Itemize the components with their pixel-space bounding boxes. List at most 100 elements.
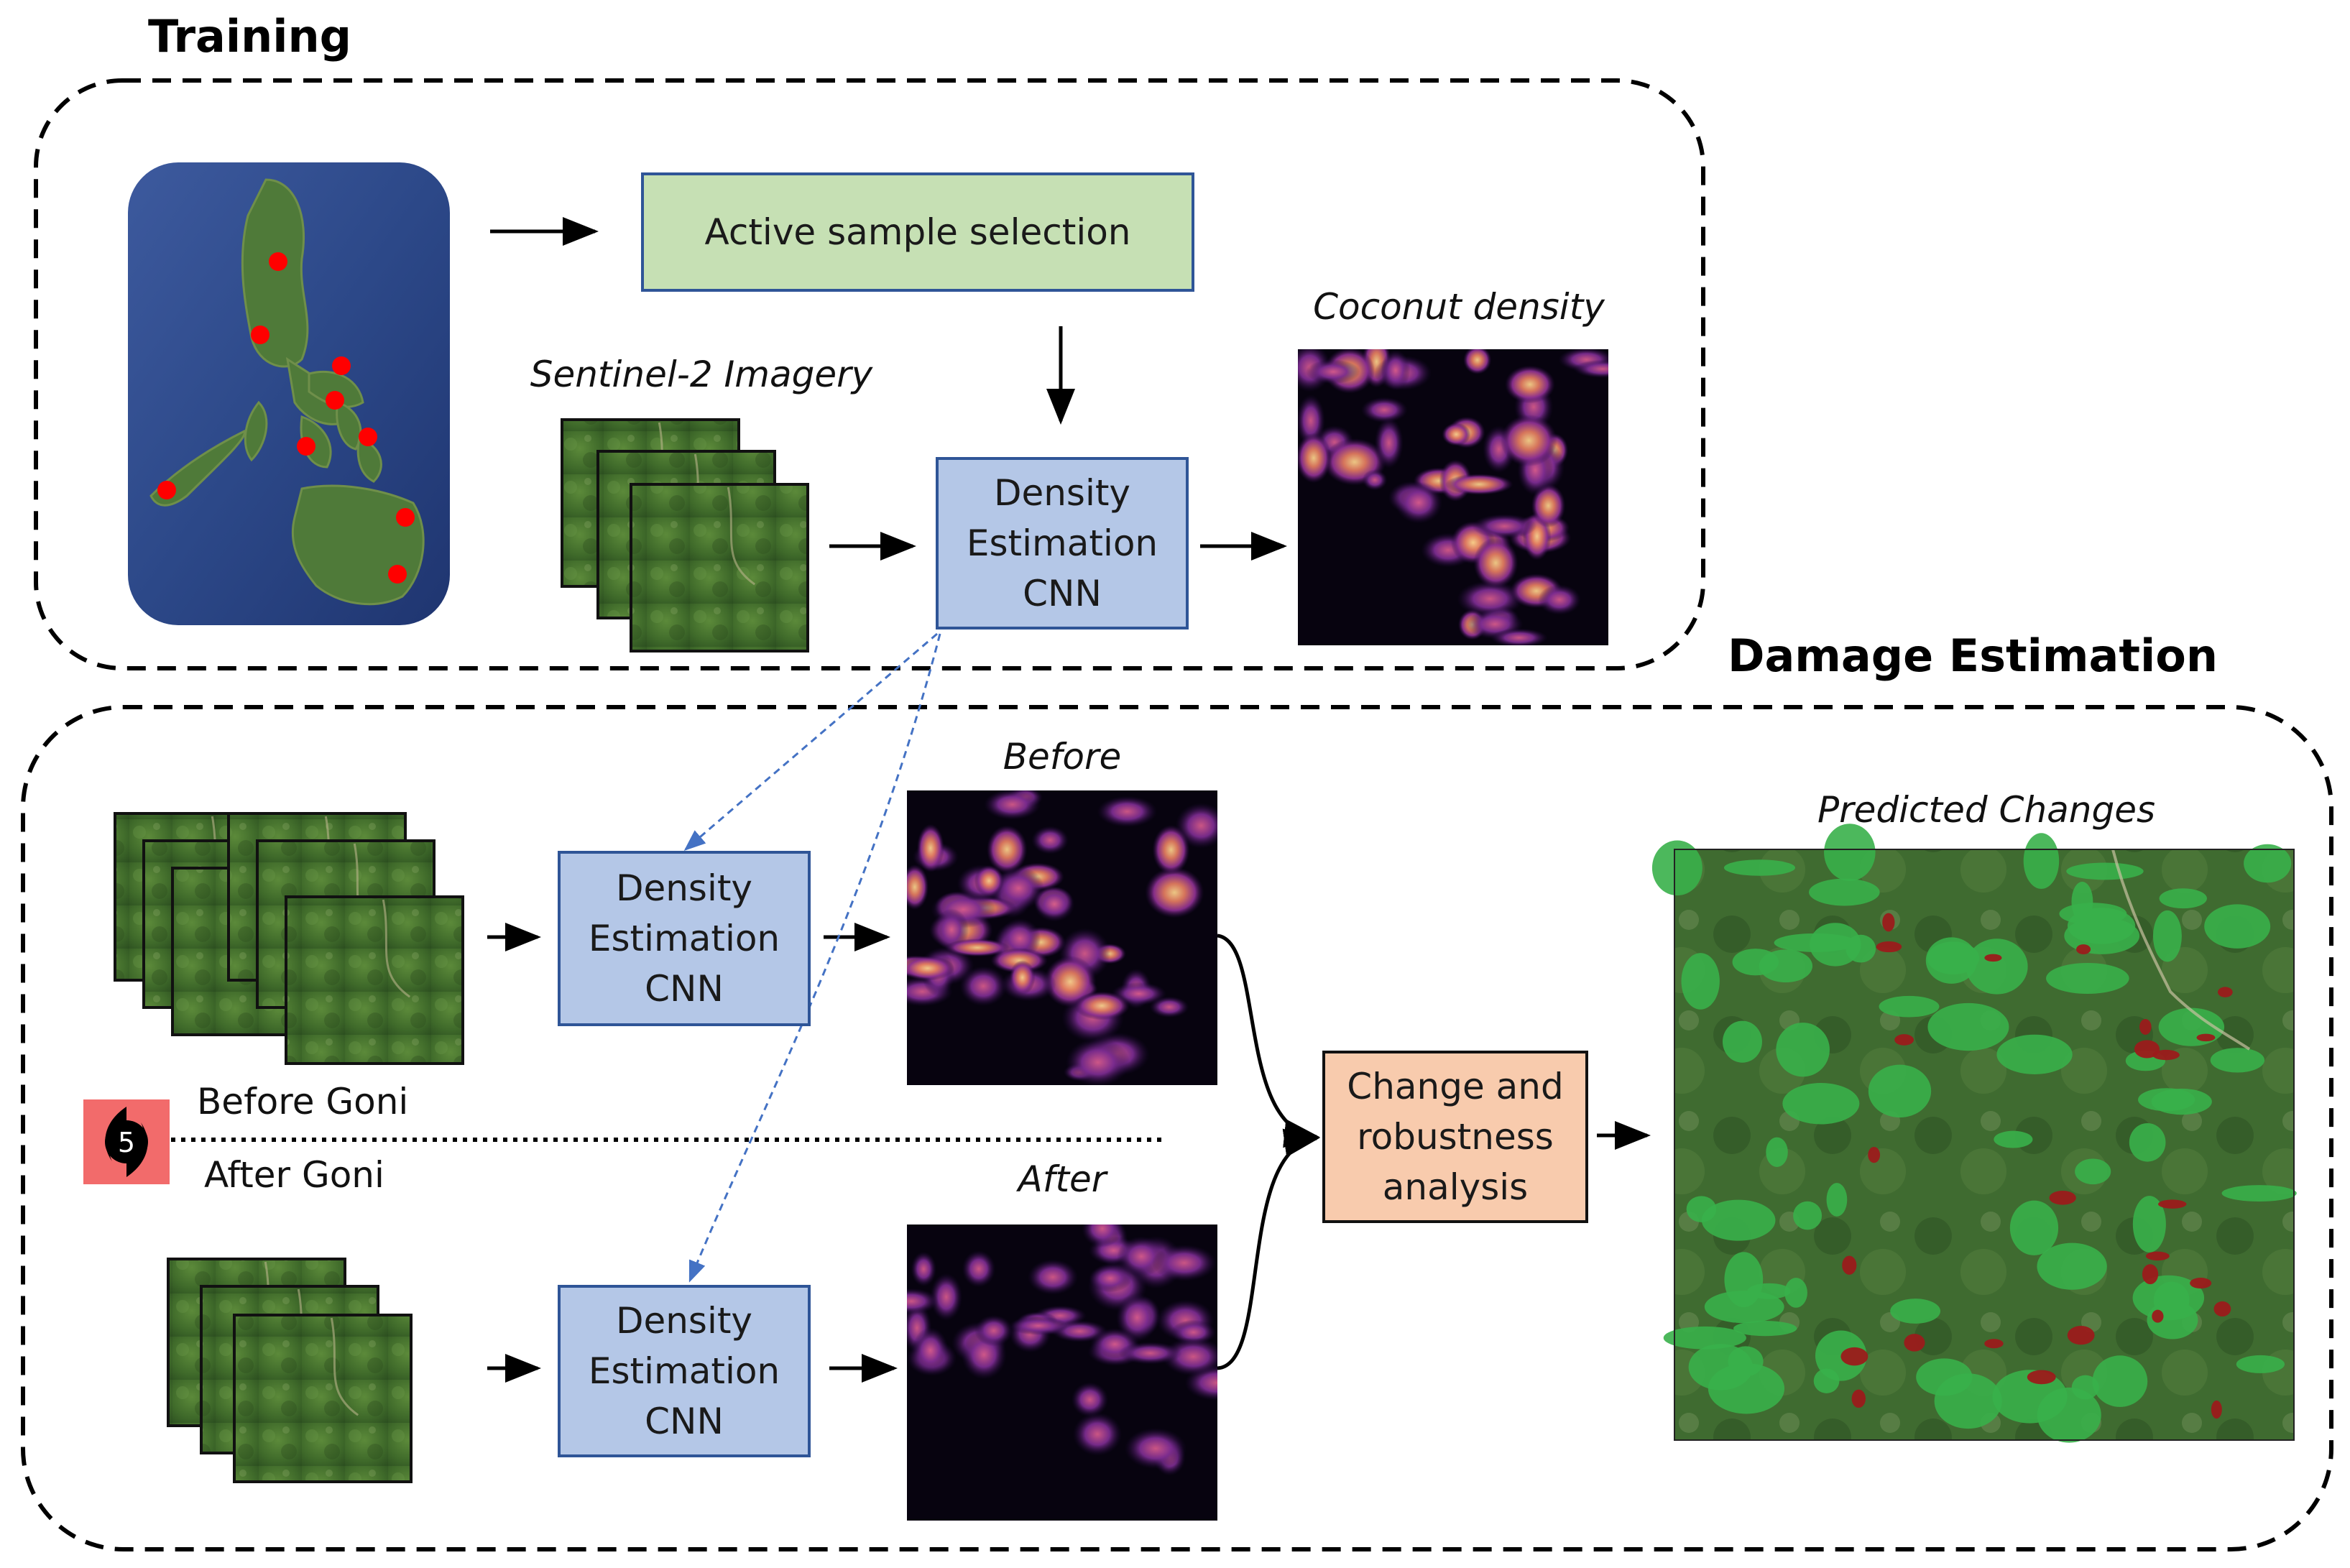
stable-coconut-patch [1759,949,1813,983]
density-blob [962,1250,996,1288]
density-blob [907,864,929,910]
philippines-map [128,162,450,625]
density-blob [1149,996,1189,1018]
density-blob [1306,359,1360,384]
density-blob [1395,481,1443,524]
active-sample-selection-box: Active sample selection [641,172,1194,292]
stable-coconut-patch [1723,859,1796,876]
density-blob [1072,1412,1123,1456]
stable-coconut-patch [2210,1048,2265,1073]
damaged-coconut-patch [2158,1199,2187,1209]
density-blob [986,825,1028,874]
density-blob [930,1273,963,1321]
stable-coconut-patch [2023,833,2060,889]
density-blob [1033,886,1075,922]
density-blob [984,790,1041,820]
density-blob [990,948,1048,974]
damaged-coconut-patch [2049,1191,2076,1205]
sentinel-tile [630,483,809,652]
damaged-coconut-patch [2211,1400,2222,1419]
damaged-coconut-patch [1868,1146,1881,1163]
stable-coconut-patch [2244,844,2292,883]
density-blob [1360,397,1408,423]
damaged-coconut-patch [2152,1309,2164,1323]
density-blob [1381,350,1411,391]
damaged-coconut-patch [1876,941,1902,953]
sample-point [251,326,269,344]
density-blob [1472,514,1537,539]
damaged-coconut-patch [2145,1251,2170,1261]
damaged-coconut-patch [2196,1033,2216,1042]
sample-point [269,252,287,271]
density-blob [1573,359,1608,379]
density-blob [1500,414,1557,467]
damaged-coconut-patch [2190,1278,2212,1289]
stable-coconut-patch [1925,937,1978,984]
stable-coconut-patch [1651,840,1702,896]
damaged-coconut-patch [1984,954,2002,962]
density-blob [1066,1038,1130,1085]
density-blob [1444,474,1513,495]
predicted-base [1674,849,2294,1440]
density-blob [1145,867,1204,918]
heatmap-blobs [907,1225,1217,1476]
stable-coconut-patch [1826,1183,1848,1217]
density-blob [1082,1225,1123,1248]
density-blob [1071,1382,1109,1417]
stable-coconut-patch [2204,904,2271,949]
density-blob [1152,824,1190,875]
stable-coconut-patch [1996,1034,2073,1074]
training-frame [34,78,1705,670]
heatmap-blobs [907,790,1217,1085]
coconut-density-map [1298,349,1608,645]
stable-coconut-patch [1934,1373,2002,1429]
sample-point [332,356,351,375]
density-blob [912,1327,949,1373]
stable-coconut-patch [2046,962,2129,995]
damaged-coconut-patch [1851,1389,1866,1408]
stable-coconut-patch [2129,1122,2166,1162]
map-island [308,370,364,408]
density-blob [1362,469,1388,491]
sample-point [359,428,377,446]
stable-coconut-patch [1776,1023,1830,1077]
road [2111,849,2251,1051]
damaged-coconut-patch [2217,987,2233,997]
tile-road [330,1317,359,1416]
typhoon-icon: 5 [83,1099,170,1184]
stable-coconut-patch [1809,878,1880,906]
density-blob [1298,395,1325,447]
heatmap-blobs [1298,349,1608,645]
stable-coconut-patch [1994,1130,2033,1148]
damaged-coconut-patch [1840,1347,1869,1366]
stable-coconut-patch [1824,824,1876,882]
density-blob [1043,955,1097,1007]
stable-coconut-patch [2152,910,2182,962]
after-density-map [907,1225,1217,1521]
stable-coconut-patch [2092,1355,2148,1407]
after-map-label: After [1018,1158,1107,1200]
sample-point [297,437,315,456]
stable-coconut-patch [1733,1321,1797,1337]
arrow-after-to-change [1217,1128,1320,1370]
damaged-coconut-patch [2076,944,2091,955]
density-blob [999,918,1041,959]
stable-coconut-patch [2236,1355,2285,1373]
training-title: Training [148,10,352,63]
density-blob [1298,433,1332,484]
weights-link-before [683,632,938,851]
tile-face [285,895,464,1065]
stable-coconut-patch [2037,1242,2107,1290]
stable-coconut-patch [1927,1002,2009,1051]
density-blob [1097,795,1158,828]
stable-coconut-patch [1868,1064,1932,1118]
density-blob [1089,1264,1132,1293]
density-blob [1008,1316,1068,1336]
damaged-coconut-patch [2142,1264,2159,1285]
density-blob [1009,960,1036,995]
stable-coconut-patch [1681,953,1720,1010]
density-blob [1118,1342,1182,1365]
sentinel-imagery-label: Sentinel-2 Imagery [530,354,873,395]
stable-coconut-patch [1810,923,1861,967]
